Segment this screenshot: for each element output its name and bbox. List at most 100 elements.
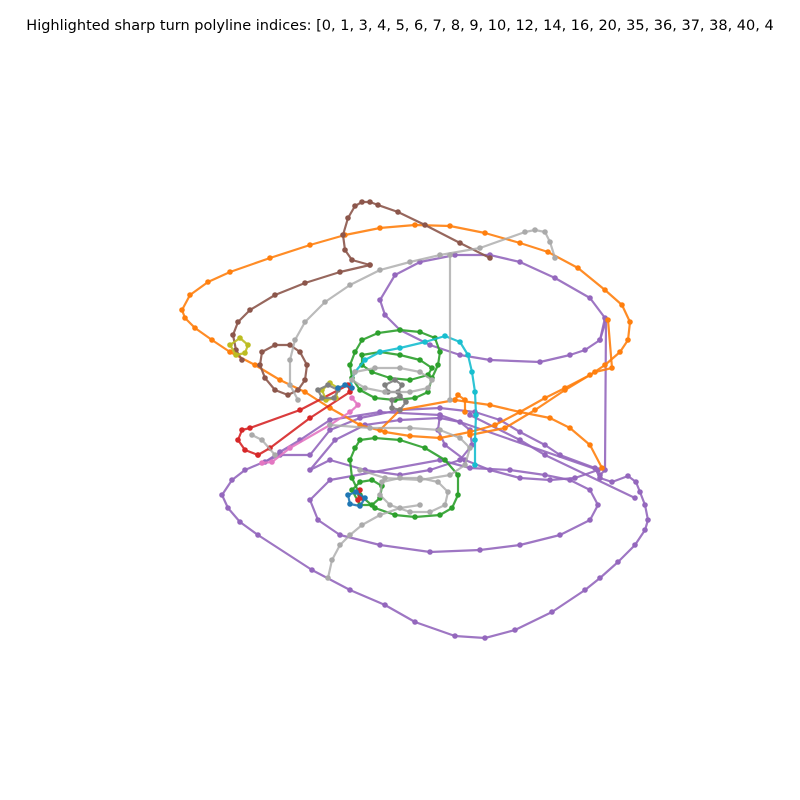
series-20-point-2 [235, 437, 241, 443]
series-1-point-1 [392, 272, 398, 278]
series-7-point-3 [632, 495, 638, 501]
series-30-point-7 [407, 259, 413, 265]
series-17-point-15 [352, 445, 358, 451]
series-8-point-35 [209, 337, 215, 343]
series-3-point-15 [467, 465, 473, 471]
series-14-point-0 [259, 349, 265, 355]
series-28-point-1 [353, 489, 359, 495]
series-16-point-7 [387, 375, 393, 381]
series-8-point-4 [267, 255, 273, 261]
series-35-point-2 [397, 365, 403, 371]
series-8-point-13 [575, 265, 581, 271]
series-28 [345, 489, 368, 509]
series-14-point-9 [262, 375, 268, 381]
series-10-point-2 [462, 397, 468, 403]
series-31-point-1 [447, 397, 453, 403]
series-11-point-0 [467, 432, 473, 438]
series-33-point-6 [427, 509, 433, 515]
series-14-point-10 [257, 362, 263, 368]
series-19-point-13 [472, 462, 478, 468]
series-0-point-36 [242, 467, 248, 473]
series-0-point-23 [549, 609, 555, 615]
series-33-point-4 [445, 489, 451, 495]
series-22-point-4 [347, 409, 353, 415]
series-36-point-3 [437, 427, 443, 433]
series-2-point-12 [327, 457, 333, 463]
series-14 [257, 342, 310, 398]
series-23 [227, 335, 251, 358]
series-15-point-0 [359, 337, 365, 343]
series-8-point-33 [252, 362, 258, 368]
series-0-point-13 [625, 473, 631, 479]
series-14-point-6 [295, 387, 301, 393]
series-17-point-7 [449, 505, 455, 511]
series-3 [307, 457, 601, 555]
series-30-point-13 [287, 357, 293, 363]
series-13-point-2 [302, 280, 308, 286]
series-0-point-35 [229, 477, 235, 483]
series-0-point-4 [437, 405, 443, 411]
series-13 [230, 262, 373, 363]
series-23-point-1 [237, 335, 243, 341]
series-25-point-1 [392, 377, 398, 383]
series-5-point-7 [572, 475, 578, 481]
series-0-point-15 [637, 489, 643, 495]
series-3-point-8 [557, 532, 563, 538]
series-13-point-8 [239, 357, 245, 363]
series-10-point-3 [462, 409, 468, 415]
series-19-point-3 [377, 349, 383, 355]
series-13-point-6 [230, 332, 236, 338]
series-2-point-1 [332, 437, 338, 443]
series-5-point-6 [547, 477, 553, 483]
series-12-point-1 [349, 257, 355, 263]
series-6-point-0 [437, 412, 443, 418]
series-28-point-0 [345, 492, 351, 498]
series-1-point-5 [517, 259, 523, 265]
series-17-point-5 [455, 472, 461, 478]
series-2-point-9 [427, 467, 433, 473]
series-30-point-10 [322, 299, 328, 305]
series-8-point-15 [619, 302, 625, 308]
series-1-point-14 [457, 352, 463, 358]
series-0-point-32 [237, 519, 243, 525]
series-19-point-11 [473, 412, 479, 418]
series-19-point-12 [472, 437, 478, 443]
series-1-point-0 [377, 297, 383, 303]
series-30-point-1 [547, 239, 553, 245]
series-0-point-7 [517, 429, 523, 435]
series-36-point-8 [417, 477, 423, 483]
series-3-point-5 [427, 549, 433, 555]
series-3-point-0 [327, 477, 333, 483]
series-8-point-36 [192, 325, 198, 331]
series-33-point-9 [377, 492, 383, 498]
series-8-point-9 [447, 223, 453, 229]
series-17-point-6 [455, 492, 461, 498]
series-3-point-3 [337, 532, 343, 538]
series-20-point-3 [239, 427, 245, 433]
series-36-point-6 [462, 462, 468, 468]
series-32-point-2 [337, 542, 343, 548]
series-8-point-32 [277, 377, 283, 383]
series-5-point-4 [487, 467, 493, 473]
series-17-point-4 [442, 457, 448, 463]
series-29 [335, 382, 355, 391]
series-4-point-3 [597, 472, 603, 478]
series-3-point-6 [477, 547, 483, 553]
series-19-line [348, 334, 478, 467]
series-10-point-0 [452, 397, 458, 403]
series-17-point-9 [412, 514, 418, 520]
series-8-point-34 [227, 349, 233, 355]
series-8-point-7 [377, 225, 383, 231]
series-2-point-0 [307, 467, 313, 473]
series-0-point-33 [225, 505, 231, 511]
series-25-point-0 [382, 382, 388, 388]
series-32-point-5 [377, 512, 383, 518]
series-17-point-14 [347, 457, 353, 463]
series-8-point-16 [627, 319, 633, 325]
series-26-point-0 [389, 397, 395, 403]
series-3-point-4 [377, 542, 383, 548]
series-11-point-3 [562, 387, 568, 393]
series-7-point-0 [467, 412, 473, 418]
series-8-point-14 [602, 287, 608, 293]
series-35-point-5 [425, 385, 431, 391]
